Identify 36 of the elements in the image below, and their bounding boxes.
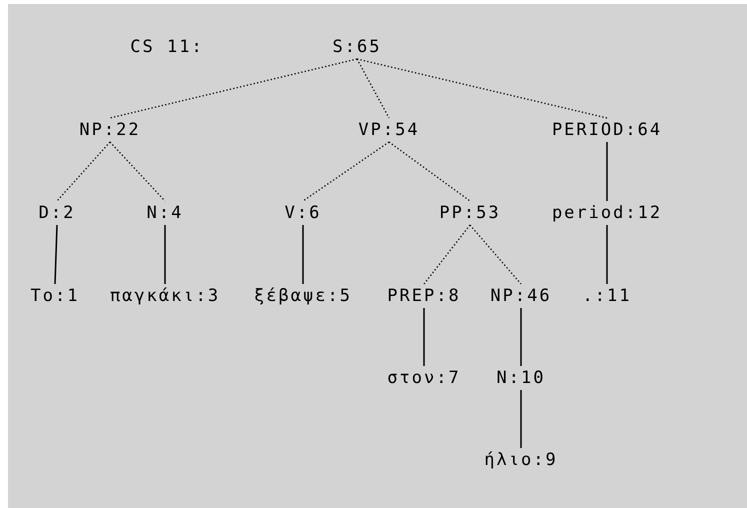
branch-line bbox=[520, 308, 522, 366]
dotted-branch-line bbox=[110, 58, 358, 119]
branch-line bbox=[423, 308, 425, 366]
dotted-branch-line bbox=[356, 58, 608, 119]
tree-node-label: To:1 bbox=[28, 284, 82, 308]
dotted-branch-line bbox=[470, 224, 522, 284]
tree-node-label: D:2 bbox=[36, 201, 78, 225]
dotted-branch-line bbox=[423, 224, 471, 284]
branch-line bbox=[164, 225, 166, 284]
dotted-branch-line bbox=[110, 142, 166, 202]
tree-node-label: period:12 bbox=[550, 201, 664, 225]
tree-node-label: στον:7 bbox=[385, 366, 463, 390]
branch-line bbox=[520, 390, 522, 448]
dotted-branch-line bbox=[388, 141, 470, 202]
branch-line bbox=[606, 142, 608, 201]
tree-node-label: N:4 bbox=[144, 201, 186, 225]
tree-node-label: V:6 bbox=[282, 201, 324, 225]
tree-node-label: PERIOD:64 bbox=[550, 118, 664, 142]
tree-node-label: παγκάκι:3 bbox=[108, 284, 222, 308]
tree-node-label: .:11 bbox=[580, 284, 634, 308]
tree-node-label: ξέβαψε:5 bbox=[252, 284, 354, 308]
branch-line bbox=[302, 225, 304, 284]
branch-line bbox=[606, 225, 608, 284]
tree-id-label: CS 11: bbox=[130, 37, 204, 57]
dotted-branch-line bbox=[302, 141, 390, 202]
tree-node-label: N:10 bbox=[494, 366, 548, 390]
dotted-branch-line bbox=[356, 58, 390, 118]
tree-node-label: PP:53 bbox=[437, 201, 503, 225]
tree-node-label: NP:22 bbox=[77, 118, 143, 142]
tree-node-label: S:65 bbox=[330, 35, 384, 59]
tree-node-label: NP:46 bbox=[488, 284, 554, 308]
tree-node-label: ήλιο:9 bbox=[482, 448, 560, 472]
tree-node-label: PREP:8 bbox=[385, 284, 463, 308]
branch-line bbox=[54, 224, 58, 284]
dotted-branch-line bbox=[56, 142, 110, 202]
tree-node-label: VP:54 bbox=[356, 118, 422, 142]
